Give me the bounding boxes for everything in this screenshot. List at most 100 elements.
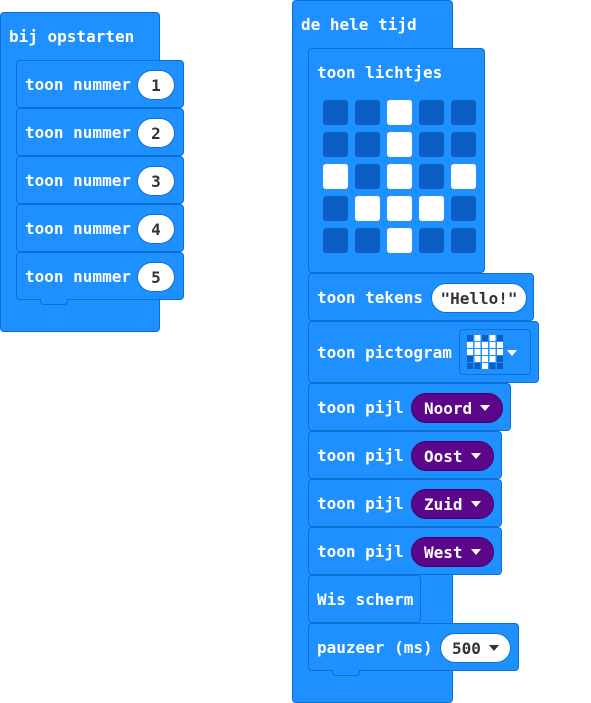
show-number-block-5[interactable]: toon nummer 5	[16, 252, 184, 300]
led-on[interactable]	[419, 196, 444, 221]
led-on[interactable]	[387, 132, 412, 157]
led-off[interactable]	[355, 132, 380, 157]
show-number-label: toon nummer	[25, 171, 131, 190]
led-off[interactable]	[323, 100, 348, 125]
led-on[interactable]	[387, 228, 412, 253]
show-number-label: toon nummer	[25, 267, 131, 286]
led-off[interactable]	[451, 196, 476, 221]
arrow-direction-value: Noord	[424, 398, 473, 418]
block-notch	[332, 670, 360, 676]
show-number-block-3[interactable]: toon nummer 3	[16, 156, 184, 204]
icon-pixel-off	[482, 335, 488, 341]
show-number-label: toon nummer	[25, 123, 131, 142]
icon-pixel-off	[497, 335, 503, 341]
clear-screen-label: Wis scherm	[317, 590, 414, 609]
show-number-label: toon nummer	[25, 219, 131, 238]
show-arrow-block-south[interactable]: toon pijl Zuid	[308, 479, 502, 527]
led-off[interactable]	[419, 132, 444, 157]
pause-label: pauzeer (ms)	[317, 638, 433, 657]
led-on[interactable]	[451, 164, 476, 189]
show-icon-label: toon pictogram	[317, 343, 452, 362]
led-off[interactable]	[419, 100, 444, 125]
show-arrow-label: toon pijl	[317, 542, 404, 561]
icon-pixel-on	[482, 342, 488, 348]
led-off[interactable]	[451, 228, 476, 253]
icon-pixel-off	[497, 356, 503, 362]
icon-dropdown[interactable]	[459, 329, 531, 375]
led-off[interactable]	[323, 132, 348, 157]
led-on[interactable]	[355, 196, 380, 221]
led-off[interactable]	[323, 228, 348, 253]
icon-pixel-on	[497, 342, 503, 348]
arrow-direction-dropdown[interactable]: Oost	[411, 441, 494, 471]
pause-duration-value: 500	[452, 638, 481, 658]
icon-pixel-on	[489, 342, 496, 348]
chevron-down-icon	[488, 645, 499, 651]
block-notch	[40, 299, 68, 305]
show-icon-block[interactable]: toon pictogram	[308, 321, 539, 383]
led-on[interactable]	[387, 100, 412, 125]
led-off[interactable]	[355, 228, 380, 253]
number-input[interactable]: 3	[137, 166, 175, 196]
pause-block[interactable]: pauzeer (ms) 500	[308, 623, 519, 671]
led-off[interactable]	[419, 228, 444, 253]
icon-pixel-on	[474, 349, 481, 355]
clear-screen-block[interactable]: Wis scherm	[308, 575, 421, 623]
chevron-down-icon	[480, 405, 491, 411]
show-number-label: toon nummer	[25, 75, 131, 94]
icon-pixel-on	[489, 349, 496, 355]
icon-pixel-off	[467, 363, 473, 369]
icon-pixel-on	[467, 342, 473, 348]
icon-pixel-off	[474, 363, 481, 369]
show-arrow-block-west[interactable]: toon pijl West	[308, 527, 502, 575]
number-input[interactable]: 1	[137, 70, 175, 100]
show-string-block[interactable]: toon tekens "Hello!"	[308, 273, 534, 321]
led-on[interactable]	[387, 196, 412, 221]
show-arrow-label: toon pijl	[317, 446, 404, 465]
arrow-direction-value: Zuid	[424, 494, 463, 514]
show-arrow-block-north[interactable]: toon pijl Noord	[308, 383, 511, 431]
icon-pixel-on	[474, 356, 481, 362]
led-off[interactable]	[451, 132, 476, 157]
arrow-direction-value: Oost	[424, 446, 463, 466]
led-off[interactable]	[355, 100, 380, 125]
icon-pixel-on	[489, 335, 496, 341]
icon-pixel-on	[474, 335, 481, 341]
show-leds-label: toon lichtjes	[317, 63, 443, 82]
led-off[interactable]	[451, 100, 476, 125]
show-number-block-4[interactable]: toon nummer 4	[16, 204, 184, 252]
led-on[interactable]	[387, 164, 412, 189]
number-input[interactable]: 2	[137, 118, 175, 148]
icon-pixel-off	[489, 363, 496, 369]
show-string-label: toon tekens	[317, 288, 423, 307]
show-leds-block[interactable]: toon lichtjes	[308, 48, 485, 273]
led-grid[interactable]	[323, 100, 483, 260]
on-start-title: bij opstarten	[9, 27, 135, 46]
led-off[interactable]	[419, 164, 444, 189]
show-number-block-1[interactable]: toon nummer 1	[16, 60, 184, 108]
led-off[interactable]	[323, 196, 348, 221]
icon-pixel-on	[467, 349, 473, 355]
arrow-direction-dropdown[interactable]: Zuid	[411, 489, 494, 519]
chevron-down-icon	[507, 350, 517, 356]
icon-pixel-on	[497, 349, 503, 355]
icon-pixel-on	[482, 356, 488, 362]
number-input[interactable]: 4	[137, 214, 175, 244]
chevron-down-icon	[470, 501, 481, 507]
show-arrow-block-east[interactable]: toon pijl Oost	[308, 431, 502, 479]
show-number-block-2[interactable]: toon nummer 2	[16, 108, 184, 156]
show-arrow-label: toon pijl	[317, 494, 404, 513]
arrow-direction-dropdown[interactable]: Noord	[411, 393, 503, 423]
number-input[interactable]: 5	[137, 262, 175, 292]
arrow-direction-dropdown[interactable]: West	[411, 537, 494, 567]
string-input[interactable]: "Hello!"	[431, 283, 527, 313]
icon-pixel-on	[489, 356, 496, 362]
icon-pixel-on	[474, 342, 481, 348]
pause-duration-dropdown[interactable]: 500	[440, 633, 511, 663]
icon-pixel-off	[467, 356, 473, 362]
icon-pixel-off	[497, 363, 503, 369]
led-on[interactable]	[323, 164, 348, 189]
chevron-down-icon	[470, 453, 481, 459]
icon-pixel-on	[482, 349, 488, 355]
led-off[interactable]	[355, 164, 380, 189]
